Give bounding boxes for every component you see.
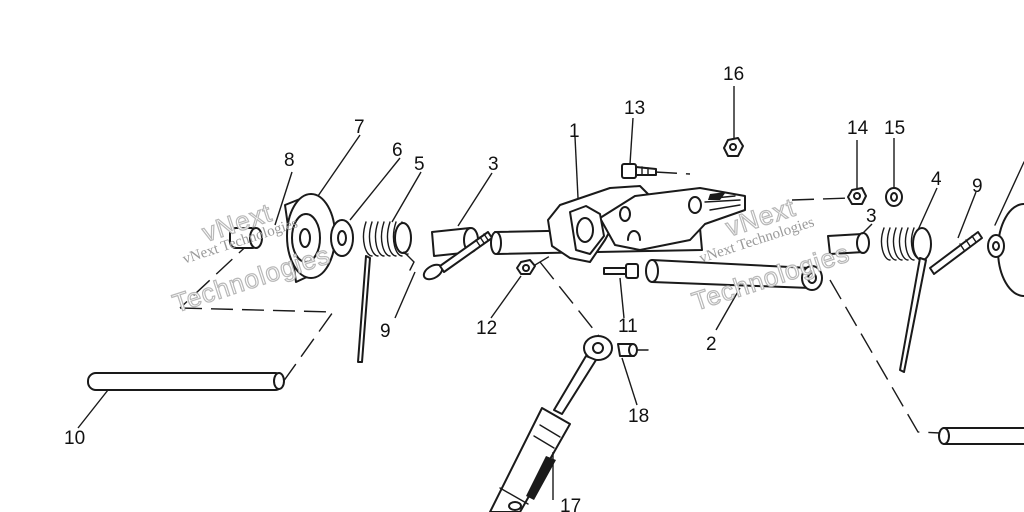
callout-6: 6: [392, 140, 403, 161]
callout-12: 12: [476, 318, 497, 339]
cross-rod-part-2: [645, 259, 823, 291]
callout-3-left: 3: [488, 154, 499, 175]
rod-partial-right: [938, 427, 1024, 445]
callout-15: 15: [884, 118, 905, 139]
callout-17: 17: [560, 496, 581, 512]
callout-16: 16: [723, 64, 744, 85]
spring-part-5: [357, 221, 415, 363]
pulley-part-7: [284, 193, 336, 283]
callout-8: 8: [284, 150, 295, 171]
callout-7: 7: [354, 117, 365, 138]
leader-lines: [77, 86, 977, 500]
eyebolt-part-9-left: [422, 231, 493, 281]
bushing-part-8: [229, 227, 263, 249]
callout-2: 2: [706, 334, 717, 355]
callout-9-left: 9: [380, 321, 391, 342]
callout-1: 1: [569, 121, 580, 142]
callout-9-right: 9: [972, 176, 983, 197]
rod-part-10: [87, 372, 285, 391]
callout-3-right: 3: [866, 206, 877, 227]
alignment-lines: [179, 171, 941, 434]
bolt-part-13: [621, 163, 657, 179]
sleeve-part-3-right: [827, 232, 870, 255]
spring-part-4: [880, 227, 932, 373]
callout-13: 13: [624, 98, 645, 119]
nut-part-14: [847, 187, 867, 205]
callout-18: 18: [628, 406, 649, 427]
nut-part-12: [516, 259, 536, 275]
callout-11: 11: [618, 316, 638, 337]
pin-part-18: [617, 343, 649, 357]
callout-10: 10: [64, 428, 85, 449]
bolt-part-11: [603, 263, 639, 279]
eyebolt-part-9-right: [929, 231, 983, 275]
cylinder-part-17: [489, 335, 613, 512]
callout-labels: 1 2 3 3 4 5 6 7 8 9 9 10 11 12 13 14 15 …: [64, 64, 983, 512]
nut-part-16: [723, 137, 744, 157]
pulley-partial-right: [987, 161, 1024, 297]
callout-14: 14: [847, 118, 869, 139]
pivot-arm-part-1: [547, 185, 746, 263]
washer-part-6: [330, 219, 354, 257]
callout-5: 5: [414, 154, 425, 175]
callout-4: 4: [931, 169, 942, 190]
washer-part-15: [885, 187, 903, 207]
